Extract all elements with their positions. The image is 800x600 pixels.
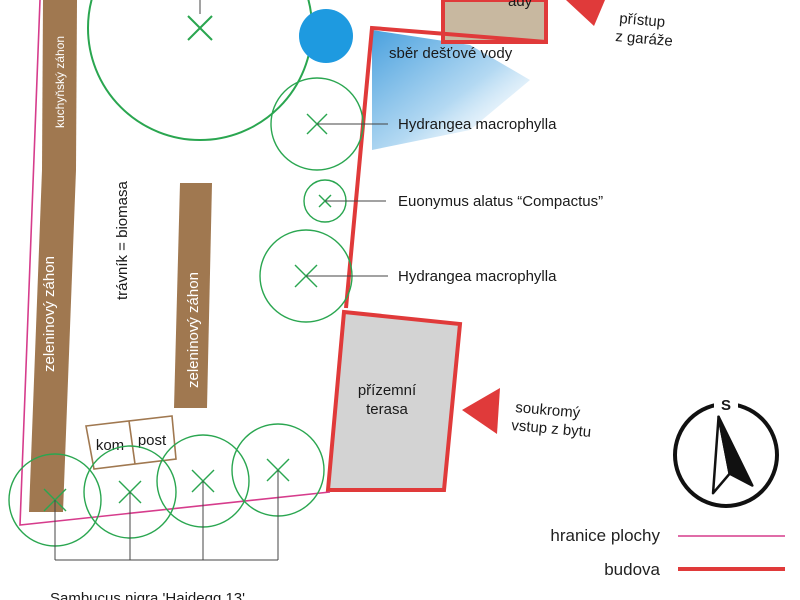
entry-arrow [462,388,500,434]
large-tree-canopy [87,0,313,141]
kitchen-bed-label: kuchyňský záhon [53,36,67,128]
entry-label-2: vstup z bytu [511,417,592,441]
kitchen-bed [42,0,77,170]
garage-label: ady [508,0,533,10]
lawn-label: trávník = biomasa [114,181,131,300]
compost-label-1: kom [96,437,124,454]
sambucus-markers [43,458,290,512]
veg-bed-left-label: zeleninový záhon [41,256,58,372]
compass-label-bg [714,394,738,412]
entry-label-1: soukromý [515,399,582,422]
plant-label-hydrangea-1: Hydrangea macrophylla [398,116,557,133]
compost-label-2: post [138,432,167,449]
sambucus-label: Sambucus nigra 'Haidegg 13' [50,590,245,600]
garage-access-label-2: z garáže [615,28,674,50]
veg-bed-center [174,183,212,408]
garage-access-arrow [566,0,605,26]
plant-label-euonymus: Euonymus alatus “Compactus” [398,193,603,210]
legend: hranice plochy budova [550,526,785,579]
garage-access-label-1: přístup [619,10,666,31]
terrace-label-1: přízemní [358,382,417,399]
veg-bed-left [29,170,76,512]
legend-building-label: budova [604,560,660,579]
compost-box [85,415,177,470]
compass-needle [711,415,754,495]
compass-label: S [721,397,731,414]
rainwater-label: sběr dešťové vody [389,45,513,62]
terrace-label-2: terasa [366,401,408,418]
terrace [325,309,463,492]
rainwater-area [372,30,530,150]
large-tree-marker [187,15,213,41]
sambucus-leaders [54,470,279,561]
building-wall [344,25,547,309]
compost-divider [128,420,136,465]
veg-bed-center-label: zeleninový záhon [185,272,202,388]
legend-boundary-label: hranice plochy [550,526,660,545]
rainwater-tank [299,9,353,63]
plot-boundary [19,0,331,526]
plant-label-hydrangea-2: Hydrangea macrophylla [398,268,557,285]
